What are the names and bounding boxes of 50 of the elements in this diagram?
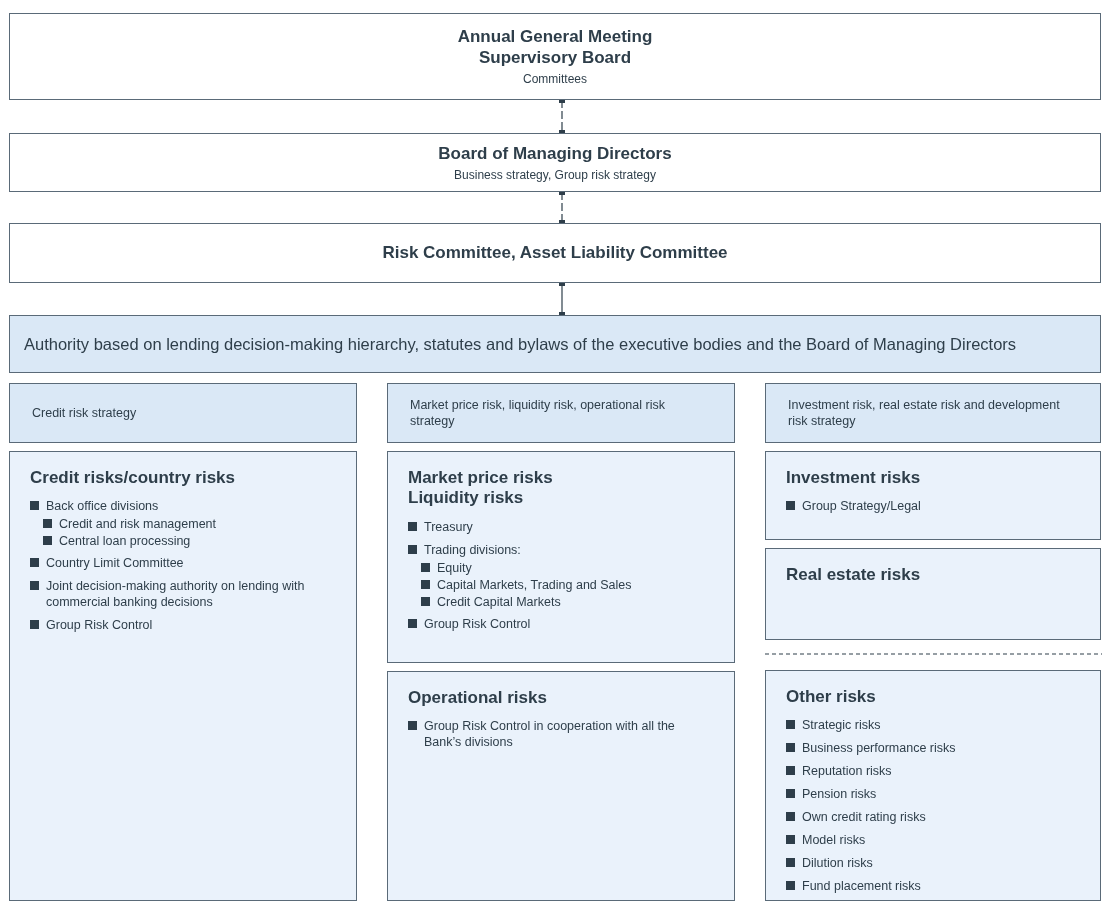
risk-panel [387,451,735,663]
list-item: Group Risk Control [46,617,153,634]
authority-text: Authority based on lending decision-making hierarchy, statutes and bylaws of the executive bodies and the Board of Managing Directors [24,334,1017,354]
list-item: Model risks [802,832,866,849]
subheading: Committees [523,71,587,86]
risk-panel [765,548,1101,640]
panel-heading: Market price risks Liquidity risks [408,468,554,509]
list-item: Trading divisions: [424,541,521,558]
list-item: Dilution risks [802,855,873,872]
strategy-text: Market price risk, liquidity risk, operational risk strategy [410,397,666,429]
list-item: Fund placement risks [802,878,921,895]
list-item: Back office divisions [46,498,159,515]
risk-panel [765,451,1101,540]
strategy-text: Investment risk, real estate risk and development risk strategy [788,397,1061,429]
list-item: Group Risk Control in cooperation with all the Bank’s divisions [424,718,676,751]
strategy-box [765,383,1101,443]
risk-panel [765,670,1101,901]
governance-box [9,133,1101,192]
list-item: Treasury [424,518,473,535]
list-item: Business performance risks [802,740,956,757]
panel-heading: Real estate risks [786,565,922,586]
list-item: Credit Capital Markets [437,593,561,610]
list-item: Equity [437,559,472,576]
risk-panel [9,451,357,901]
list-item: Strategic risks [802,717,881,734]
panel-heading: Other risks [786,687,877,708]
authority-band [9,315,1101,373]
panel-heading: Operational risks [408,688,548,709]
strategy-box [9,383,357,443]
risk-panel [387,671,735,901]
strategy-box [387,383,735,443]
heading: Risk Committee, Asset Liability Committee [382,243,728,263]
list-item: Joint decision-making authority on lending with commercial banking decisions [46,578,306,611]
panel-heading: Investment risks [786,468,922,489]
list-item: Own credit rating risks [802,809,926,826]
strategy-text: Credit risk strategy [32,405,137,421]
panel-heading: Credit risks/country risks [30,468,237,489]
list-item: Central loan processing [59,533,191,550]
list-item: Group Strategy/Legal [802,498,921,515]
list-item: Reputation risks [802,763,892,780]
subheading: Business strategy, Group risk strategy [454,167,656,182]
list-item: Country Limit Committee [46,555,184,572]
list-item: Credit and risk management [59,516,217,533]
heading: Board of Managing Directors [438,143,672,164]
list-item: Pension risks [802,786,877,803]
list-item: Group Risk Control [424,615,531,632]
heading: Annual General Meeting Supervisory Board [456,27,654,68]
governance-box [9,223,1101,283]
list-item: Capital Markets, Trading and Sales [437,576,632,593]
governance-box [9,13,1101,100]
